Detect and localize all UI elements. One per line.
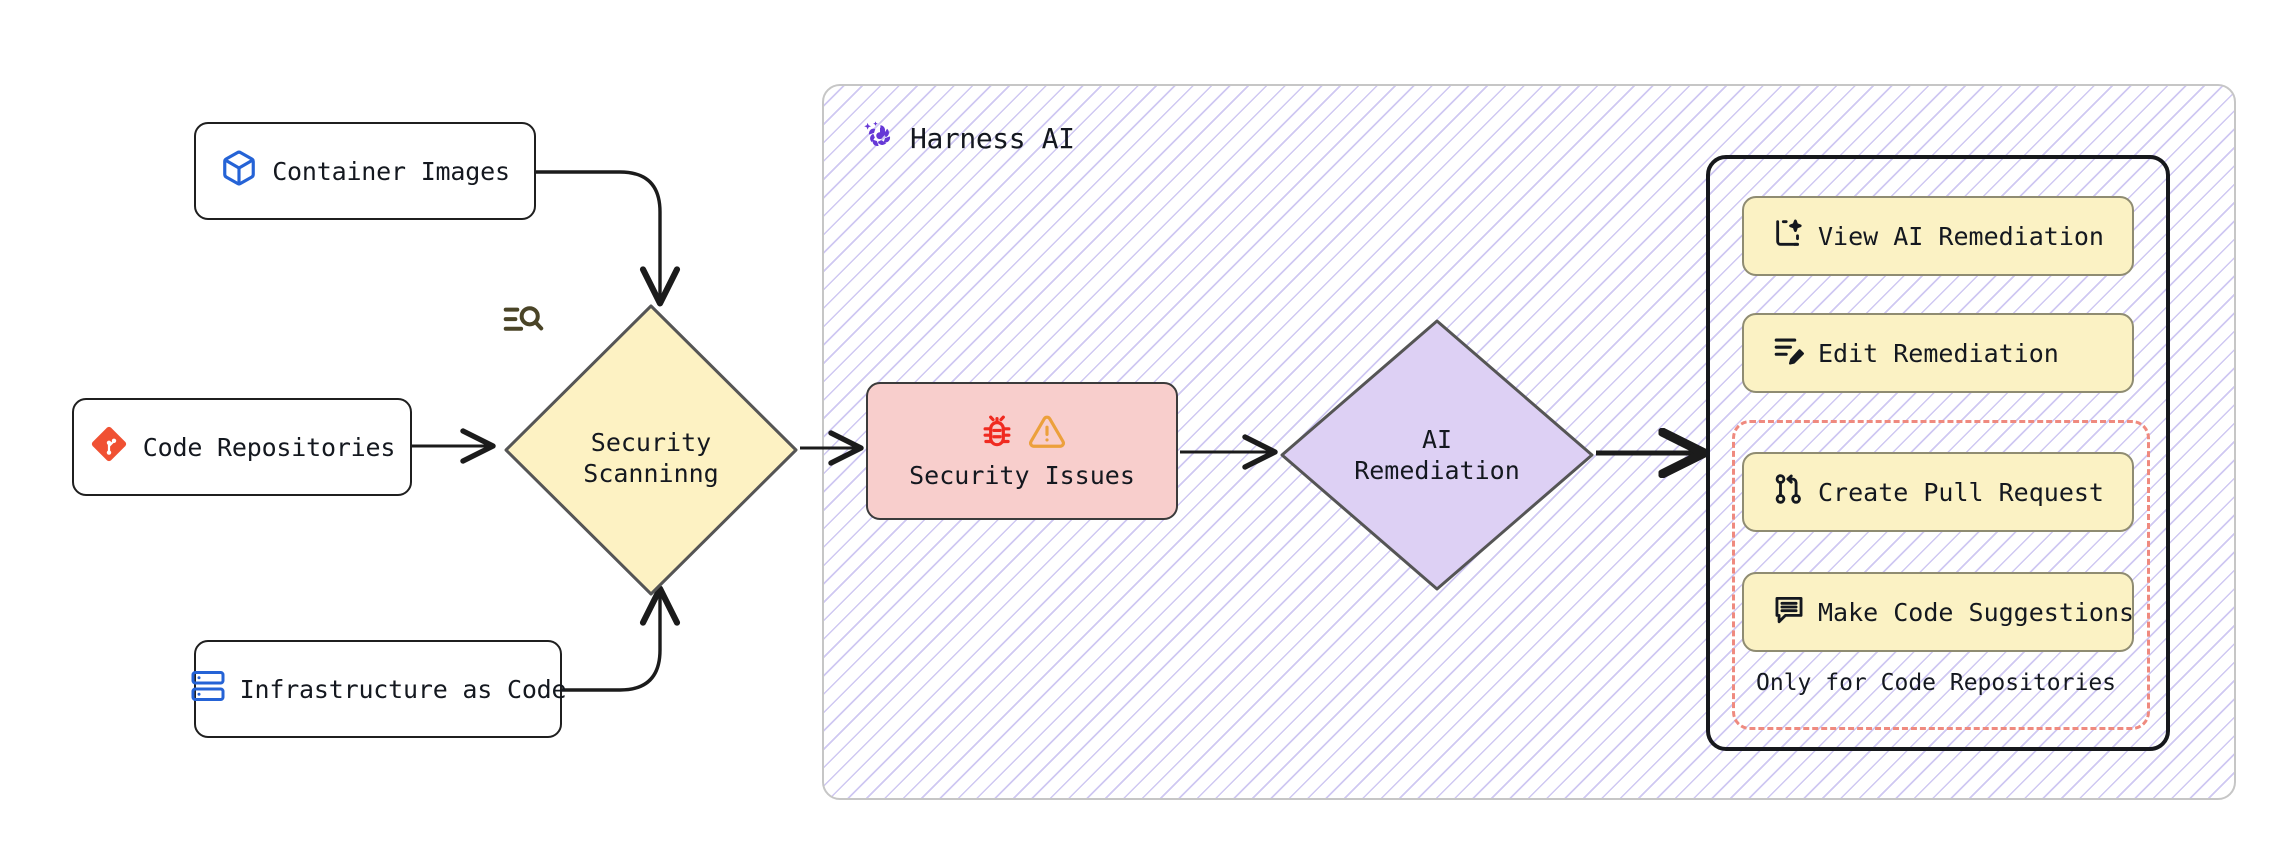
action-label: Create Pull Request (1818, 477, 2104, 507)
action-label: View AI Remediation (1818, 221, 2104, 251)
node-label: Security Issues (909, 460, 1135, 490)
harness-ai-title: Harness AI (910, 121, 1075, 155)
node-container-images[interactable]: Container Images (194, 122, 536, 220)
box-icon (220, 149, 258, 193)
edge-container-images-to-scanning (536, 170, 681, 307)
pull-request-icon (1772, 472, 1806, 512)
issues-icon-row (978, 413, 1066, 455)
node-ai-remediation[interactable]: AI Remediation (1276, 316, 1598, 594)
node-label: Code Repositories (142, 432, 396, 462)
git-icon (89, 424, 129, 470)
harness-pinwheel-icon (862, 118, 898, 158)
node-security-issues[interactable]: Security Issues (866, 382, 1178, 520)
action-view-ai-remediation[interactable]: View AI Remediation (1742, 196, 2134, 276)
node-label: Infrastructure as Code (239, 674, 567, 704)
node-code-repositories[interactable]: Code Repositories (72, 398, 412, 496)
warning-triangle-icon (1028, 413, 1066, 455)
action-edit-remediation[interactable]: Edit Remediation (1742, 313, 2134, 393)
code-repositories-only-group (1732, 420, 2150, 730)
server-icon (190, 668, 226, 710)
bug-icon (978, 413, 1016, 455)
dashed-group-note: Only for Code Repositories (1756, 670, 2117, 696)
action-label: Make Code Suggestions (1818, 597, 2135, 627)
harness-ai-header: Harness AI (862, 118, 1075, 158)
message-lines-icon (1772, 592, 1806, 632)
node-infrastructure-as-code[interactable]: Infrastructure as Code (191, 640, 567, 738)
action-label: Edit Remediation (1818, 338, 2059, 368)
scan-sparkle-icon (1772, 216, 1806, 256)
node-security-scanning[interactable]: Security Scanninng (500, 300, 802, 600)
list-pencil-icon (1772, 333, 1806, 373)
edge-infrastructure-to-scanning (562, 585, 681, 692)
action-create-pull-request[interactable]: Create Pull Request (1742, 452, 2134, 532)
action-make-code-suggestions[interactable]: Make Code Suggestions (1742, 572, 2134, 652)
node-label: Container Images (272, 156, 510, 186)
